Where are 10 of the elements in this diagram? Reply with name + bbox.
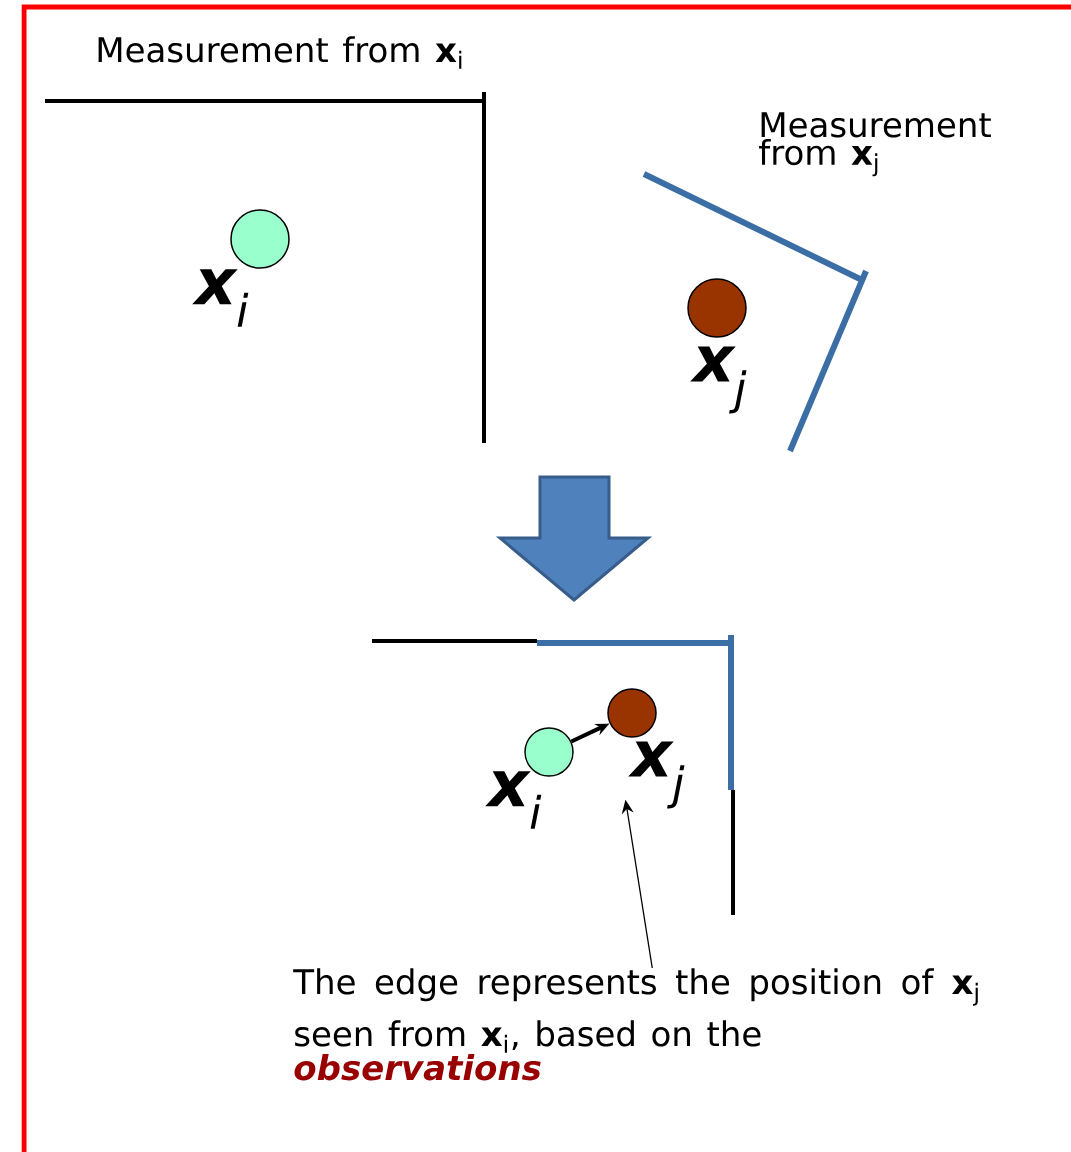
dot (687, 278, 747, 338)
measurement-label: Measurement from x$_{j}$ (759, 112, 991, 177)
variable-label: x$_{i}$ (192, 269, 249, 327)
variable-label: x$_{j}$ (690, 346, 747, 414)
dot (230, 209, 290, 269)
dot (607, 688, 657, 738)
measurement-label: Measurement from x$_{i}$ (98, 36, 462, 69)
variable-label: x$_{i}$ (485, 771, 542, 829)
variable-label: x$_{j}$ (628, 741, 685, 809)
annotation-text: The edge represents the position of x$_{j}$ seen from x$_{i}$, based on the observations (293, 968, 978, 1081)
